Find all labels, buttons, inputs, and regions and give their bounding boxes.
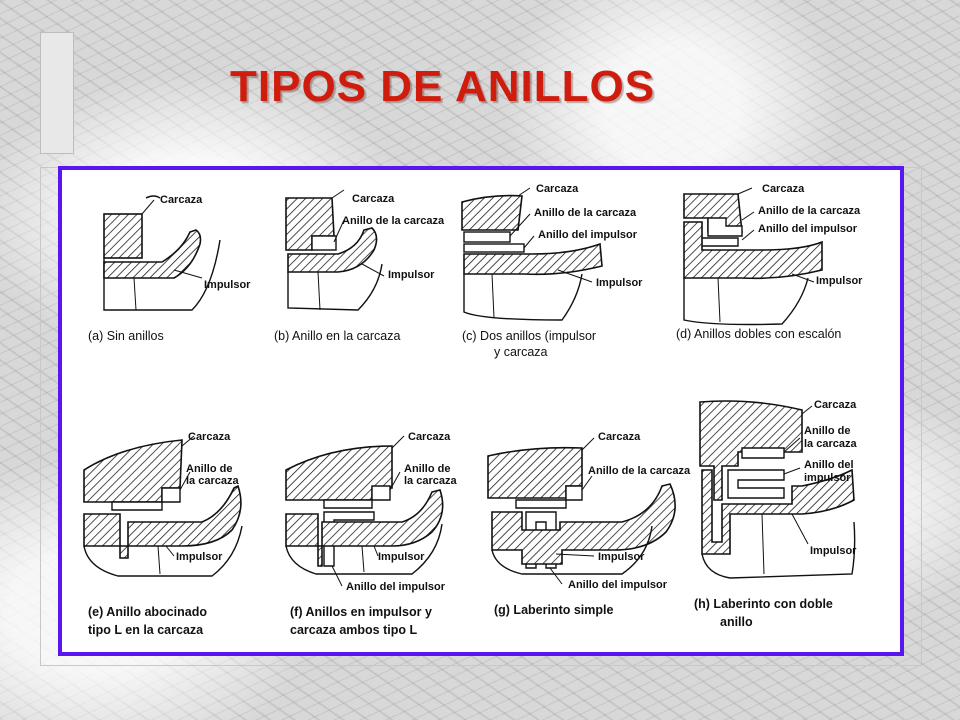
diagram-g-label-impulsor: Impulsor — [598, 551, 645, 563]
diagram-h-label-impulsor: Impulsor — [810, 545, 857, 557]
diagram-a-no-rings: Carcaza Impulsor (a) Sin anillos — [88, 194, 251, 343]
diagram-d-stepped-double-rings: Carcaza Anillo de la carcaza Anillo del … — [676, 183, 863, 341]
diagram-g-label-anillo-carcaza: Anillo de la carcaza — [588, 465, 691, 477]
slide-title: TIPOS DE ANILLOS — [230, 62, 656, 111]
diagram-f-label-impulsor: Impulsor — [378, 551, 425, 563]
diagram-h-double-ring-labyrinth: Carcaza Anillo de la carcaza Anillo del … — [694, 399, 857, 629]
diagram-f-label-carcaza: Carcaza — [408, 431, 451, 443]
diagram-b-label-carcaza: Carcaza — [352, 193, 395, 205]
seal-ring-diagrams: Carcaza Impulsor (a) Sin anillos Carcaza… — [83, 183, 863, 637]
diagram-e-label-carcaza: Carcaza — [188, 431, 231, 443]
diagram-f-caption-line1: (f) Anillos en impulsor y — [290, 605, 432, 619]
diagram-d-label-anillo-carcaza: Anillo de la carcaza — [758, 205, 861, 217]
diagram-h-label-impulsor-ring: impulsor — [804, 472, 851, 484]
diagram-a-caption: (a) Sin anillos — [88, 329, 164, 343]
slide-decoration-bar — [40, 32, 74, 154]
diagram-e-label-la-carcaza: la carcaza — [186, 475, 239, 487]
diagram-h-label-anillo-del: Anillo del — [804, 459, 854, 471]
diagram-f-double-l-rings: Carcaza Anillo de la carcaza Impulsor An… — [285, 431, 457, 637]
diagram-c-caption-line2: y carcaza — [494, 345, 548, 359]
diagram-f-label-la-carcaza: la carcaza — [404, 475, 457, 487]
diagram-b-label-impulsor: Impulsor — [388, 269, 435, 281]
diagram-b-label-anillo-carcaza: Anillo de la carcaza — [342, 215, 445, 227]
diagram-h-label-carcaza: Carcaza — [814, 399, 857, 411]
diagram-e-caption-line1: (e) Anillo abocinado — [88, 605, 207, 619]
diagram-g-simple-labyrinth: Carcaza Anillo de la carcaza Impulsor An… — [487, 431, 691, 617]
diagram-h-caption-line2: anillo — [720, 615, 753, 629]
diagram-d-label-carcaza: Carcaza — [762, 183, 805, 195]
diagram-b-caption: (b) Anillo en la carcaza — [274, 329, 401, 343]
diagram-a-label-impulsor: Impulsor — [204, 279, 251, 291]
diagram-c-label-anillo-impulsor: Anillo del impulsor — [538, 229, 638, 241]
diagram-g-caption: (g) Laberinto simple — [494, 603, 614, 617]
diagram-c-two-rings: Carcaza Anillo de la carcaza Anillo del … — [461, 183, 643, 359]
diagram-h-label-la-carcaza: la carcaza — [804, 438, 857, 450]
diagram-a-label-carcaza: Carcaza — [160, 194, 203, 206]
diagram-g-label-carcaza: Carcaza — [598, 431, 641, 443]
diagram-e-label-impulsor: Impulsor — [176, 551, 223, 563]
diagram-f-label-anillo-de: Anillo de — [404, 463, 450, 475]
diagram-c-label-carcaza: Carcaza — [536, 183, 579, 195]
diagram-c-label-anillo-carcaza: Anillo de la carcaza — [534, 207, 637, 219]
diagram-d-caption: (d) Anillos dobles con escalón — [676, 327, 841, 341]
diagram-h-label-anillo-de: Anillo de — [804, 425, 850, 437]
diagram-e-caption-line2: tipo L en la carcaza — [88, 623, 204, 637]
diagram-c-caption-line1: (c) Dos anillos (impulsor — [462, 329, 596, 343]
diagram-d-label-impulsor: Impulsor — [816, 275, 863, 287]
diagram-panel: Carcaza Impulsor (a) Sin anillos Carcaza… — [58, 166, 904, 656]
diagram-f-label-anillo-impulsor: Anillo del impulsor — [346, 581, 446, 593]
diagram-b-casing-ring: Carcaza Anillo de la carcaza Impulsor (b… — [274, 189, 445, 343]
diagram-e-flared-l-ring: Carcaza Anillo de la carcaza Impulsor (e… — [83, 431, 243, 637]
diagram-e-label-anillo-de: Anillo de — [186, 463, 232, 475]
diagram-h-caption-line1: (h) Laberinto con doble — [694, 597, 833, 611]
diagram-c-label-impulsor: Impulsor — [596, 277, 643, 289]
diagram-f-caption-line2: carcaza ambos tipo L — [290, 623, 417, 637]
diagram-g-label-anillo-impulsor: Anillo del impulsor — [568, 579, 668, 591]
diagram-d-label-anillo-impulsor: Anillo del impulsor — [758, 223, 858, 235]
